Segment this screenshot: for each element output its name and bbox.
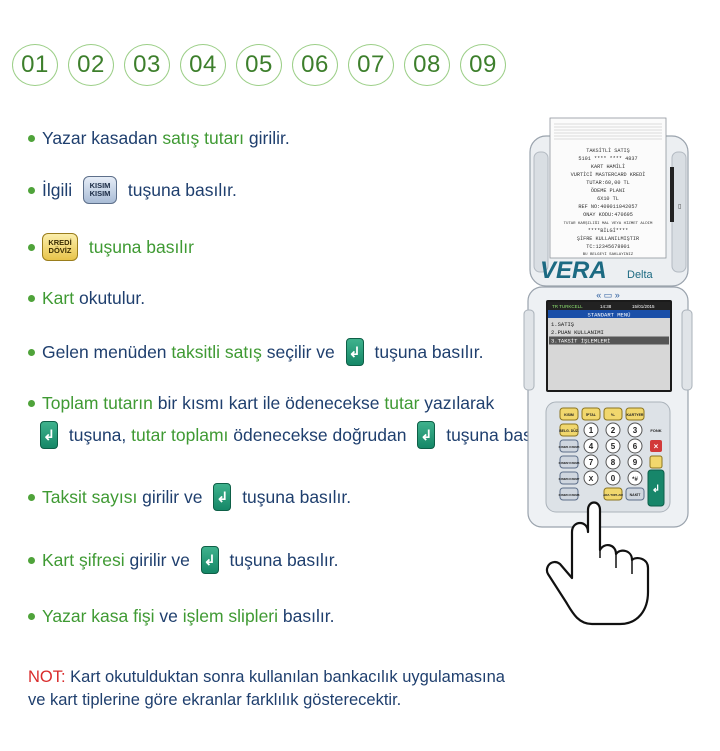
receipt-line: 5101 **** **** 4837: [578, 156, 637, 162]
cancel-key-icon: [650, 440, 662, 452]
carrier-label: TR TURKCELL: [552, 304, 583, 309]
ara-toplam-key: ARA TOPLAM: [603, 493, 623, 497]
model-label: Delta: [627, 269, 654, 281]
vera-logo: VERA: [540, 257, 607, 284]
step-07[interactable]: 07: [348, 44, 394, 86]
key-4: 4: [589, 442, 594, 451]
instruction-1: Yazar kasadan satış tutarı girilir.: [28, 128, 290, 149]
step-03[interactable]: 03: [124, 44, 170, 86]
menu-title: STANDART MENÜ: [588, 312, 631, 319]
receipt-line: ****BİLGİ****: [588, 227, 628, 234]
clock-label: 14:38: [600, 304, 612, 309]
nakit-key: NAKİT: [630, 493, 642, 497]
enter-key-icon: ↲: [40, 421, 58, 449]
kisim-3-7-key: KISIM3 KISIM7: [559, 477, 580, 481]
enter-key-icon: [647, 469, 665, 507]
receipt-paper: [549, 117, 667, 259]
enter-key-icon: ↲: [213, 483, 232, 511]
bullet-icon: [28, 295, 35, 302]
card-slot-icon: ▯: [678, 204, 681, 210]
bullet-icon: [28, 243, 35, 251]
enter-key-icon: ↲: [200, 546, 219, 574]
receipt-line: REF NO:409011042057: [578, 204, 637, 210]
iptal-key: İPTAL: [586, 413, 597, 417]
belge-duzen-key: BELG. DÜZ.: [559, 429, 579, 433]
receipt-line: TUTAR:60,00 TL: [586, 180, 630, 186]
instruction-6: Toplam tutarın bir kısmı kart ile ödenec…: [28, 393, 494, 414]
instruction-7: Taksit sayısı girilir ve ↲ tuşuna basılı…: [28, 483, 351, 511]
kisim-4-8-key: KISIM4 KISIM8: [559, 493, 580, 497]
step-08[interactable]: 08: [404, 44, 450, 86]
pos-terminal-illustration: ▯ TAKSİTLİ SATIŞ 5101 **** **** 4837 KAR…: [523, 117, 693, 626]
step-04[interactable]: 04: [180, 44, 226, 86]
enter-key-icon: ↲: [345, 338, 364, 366]
menu-item-puan: 2.PUAN KULLANIMI: [551, 329, 604, 336]
key-3: 3: [633, 426, 638, 435]
cancel-key-glyph: ×: [654, 442, 659, 451]
instruction-9: Yazar kasa fişi ve işlem slipleri basılı…: [28, 606, 334, 627]
instruction-5: Gelen menüden taksitli satış seçilir ve …: [28, 338, 483, 366]
key-0: 0: [611, 474, 616, 483]
bullet-icon: [28, 556, 35, 564]
kisim-2-6-key: KISIM2 KISIM6: [559, 461, 580, 465]
multiply-key: X: [589, 476, 594, 483]
receipt-line: ŞİFRE KULLANILMIŞTIR: [577, 235, 639, 242]
enter-key-icon: ↲: [417, 421, 436, 449]
step-01[interactable]: 01: [12, 44, 58, 86]
key-6: 6: [633, 442, 638, 451]
menu-item-taksit: 3.TAKSİT İŞLEMLERİ: [551, 338, 610, 345]
nav-arrows-icon: « ▭ »: [596, 290, 620, 300]
menu-item-satis: 1.SATIŞ: [551, 321, 575, 328]
percent-key: %-: [611, 413, 616, 417]
dot-key-glyph: *#: [632, 477, 638, 483]
bullet-icon: [28, 493, 35, 501]
kisim-key: KISIM: [564, 413, 574, 417]
step-09[interactable]: 09: [460, 44, 506, 86]
receipt-line: BU BELGEYİ SAKLAYINIZ: [583, 252, 634, 257]
key-9: 9: [633, 458, 638, 467]
footnote: NOT: Kart okutulduktan sonra kullanılan …: [28, 668, 505, 709]
bullet-icon: [28, 348, 35, 356]
key-1: 1: [589, 426, 594, 435]
key-2: 2: [611, 426, 616, 435]
kartyer-key: KARTYER: [627, 413, 644, 417]
key-8: 8: [611, 458, 616, 467]
fonk-key: FONK: [650, 428, 661, 433]
key-5: 5: [611, 442, 616, 451]
step-05[interactable]: 05: [236, 44, 282, 86]
step-06[interactable]: 06: [292, 44, 338, 86]
receipt-line: 6X10 TL: [597, 196, 619, 202]
receipt-line: VURTİCİ MASTERCARD KREDİ: [571, 171, 646, 178]
kisim-1-5-key: KISIM1 KISIM5: [559, 445, 580, 449]
receipt-line: KART HAMİLİ: [591, 163, 625, 170]
receipt-line: TC:12345678901: [586, 244, 630, 250]
receipt-line: ÖDEME PLANI: [591, 187, 625, 194]
step-indicator: 01 02 03 04 05 06 07 08 09: [12, 44, 506, 86]
instruction-8: Kart şifresi girilir ve ↲ tuşuna basılır…: [28, 546, 339, 574]
receipt-line: TUTAR KARŞILIĞI MAL VEYA HİZMET ALDIM: [564, 221, 653, 226]
bullet-icon: [28, 400, 35, 407]
bullet-icon: [28, 135, 35, 142]
key-7: 7: [589, 458, 594, 467]
receipt-line: TAKSİTLİ SATIŞ: [586, 147, 630, 154]
bullet-icon: [28, 186, 35, 194]
backspace-key-icon: [649, 455, 663, 469]
receipt-line: ONAY KODU:470695: [583, 212, 633, 218]
enter-key-glyph: ↲: [652, 484, 660, 495]
pointing-hand-icon: [545, 501, 650, 626]
instruction-6-continued: ↲ tuşuna, tutar toplamı ödenecekse doğru…: [40, 421, 555, 449]
date-label: 15/01/2015: [632, 304, 655, 309]
step-02[interactable]: 02: [68, 44, 114, 86]
instruction-4: Kart okutulur.: [28, 288, 145, 309]
bullet-icon: [28, 613, 35, 620]
